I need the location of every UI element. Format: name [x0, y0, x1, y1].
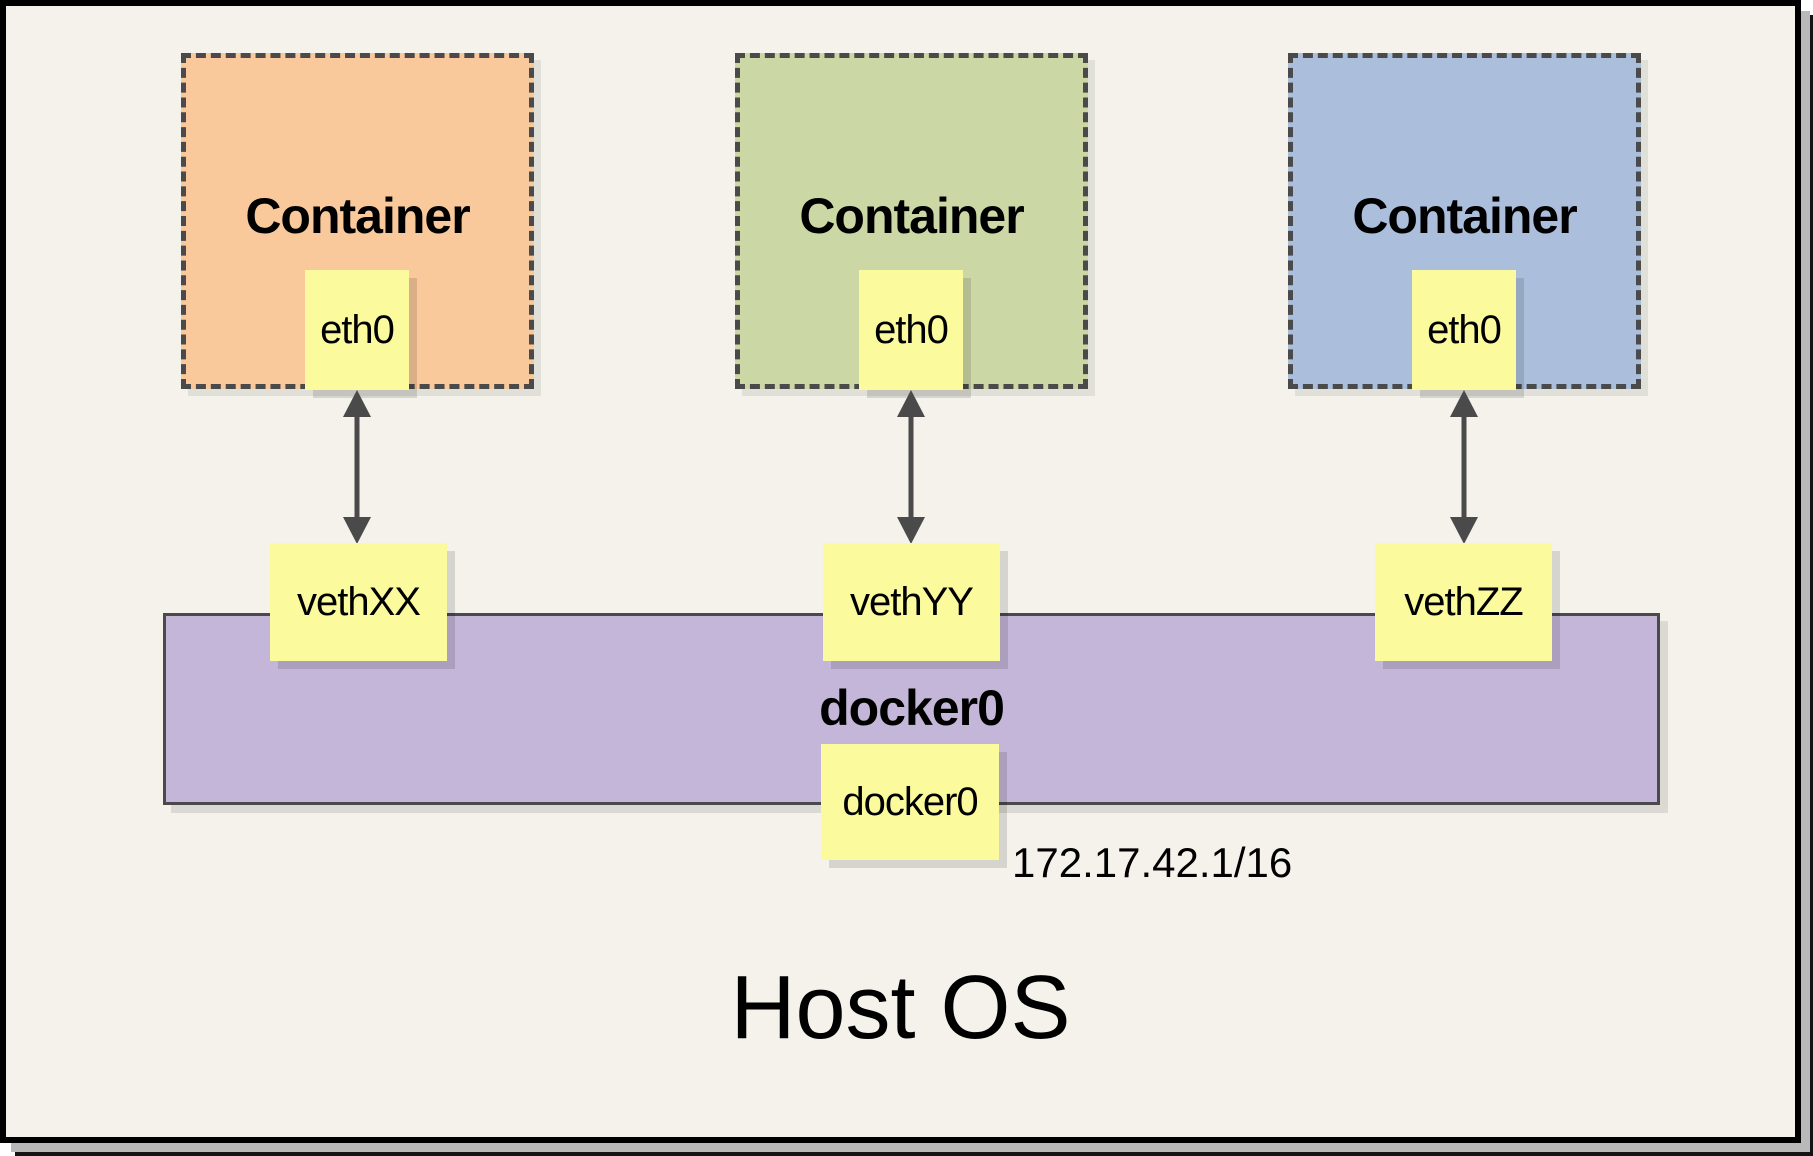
container-box-1: Container eth0 — [181, 53, 534, 390]
docker0-interface-box: docker0 — [821, 744, 999, 860]
container-box-3: Container eth0 — [1288, 53, 1641, 390]
container-title: Container — [245, 188, 470, 244]
veth-interface-box-3: vethZZ — [1375, 543, 1552, 661]
container-title: Container — [799, 188, 1024, 244]
eth0-interface-box-2: eth0 — [859, 270, 963, 390]
veth-interface-box-2: vethYY — [823, 543, 1000, 661]
eth0-interface-box-3: eth0 — [1412, 270, 1516, 390]
container-box-2: Container eth0 — [735, 53, 1088, 390]
eth0-interface-box-1: eth0 — [305, 270, 409, 390]
double-arrow-icon-2 — [897, 390, 925, 544]
container-title: Container — [1352, 188, 1577, 244]
double-arrow-icon-1 — [343, 390, 371, 544]
ip-address-label: 172.17.42.1/16 — [1012, 839, 1293, 886]
host-os-label: Host OS — [730, 958, 1071, 1058]
veth-interface-box-1: vethXX — [270, 543, 447, 661]
bridge-title: docker0 — [819, 680, 1005, 736]
double-arrow-icon-3 — [1450, 390, 1478, 544]
